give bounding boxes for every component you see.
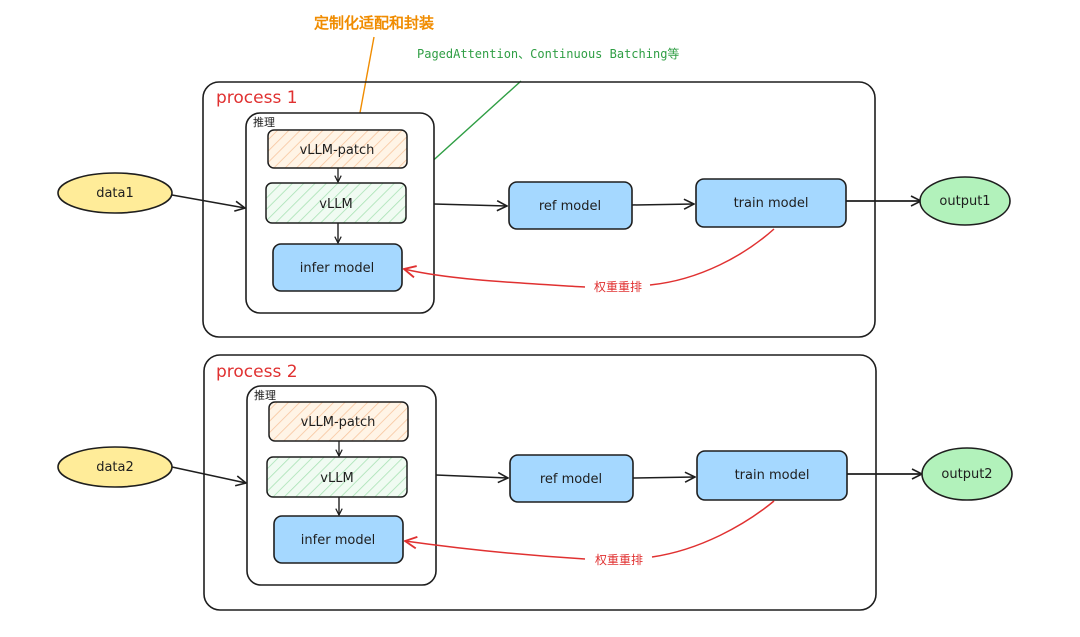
annotation-vllm-features: PagedAttention、Continuous Batching等 (417, 47, 679, 61)
vllm-node-2[interactable]: vLLM (266, 456, 408, 498)
infer-model-node-2[interactable]: infer model (273, 515, 404, 564)
input-data1-label: data1 (96, 186, 134, 201)
vllm-patch-label-1: vLLM-patch (300, 143, 375, 158)
process-2-title: process 2 (216, 362, 298, 382)
arrow-inference-to-ref-2 (435, 475, 508, 478)
inference-group-2-label: 推理 (254, 388, 276, 402)
ref-model-label-1: ref model (539, 199, 601, 214)
arrow-ref-to-train-2 (632, 477, 695, 478)
process-1-container (202, 81, 876, 338)
infer-model-label-2: infer model (301, 533, 375, 548)
process-2-container (203, 354, 877, 611)
infer-model-label-1: infer model (300, 261, 374, 276)
arrow-inference-to-ref-1 (433, 204, 507, 206)
ref-model-node-2[interactable]: ref model (509, 454, 634, 503)
output1-label: output1 (939, 194, 990, 209)
infer-model-node-1[interactable]: infer model (272, 243, 403, 292)
vllm-label-1: vLLM (319, 197, 352, 212)
arrow-data1-to-inference (171, 194, 245, 208)
input-data1-node[interactable]: data1 (57, 172, 173, 214)
arrow-ref-to-train-1 (631, 204, 694, 205)
feedback-label-1: 权重重排 (594, 280, 642, 294)
ref-model-label-2: ref model (540, 472, 602, 487)
train-model-node-2[interactable]: train model (696, 450, 848, 501)
vllm-patch-node-1[interactable]: vLLM-patch (267, 129, 408, 169)
input-data2-node[interactable]: data2 (57, 446, 173, 488)
train-model-label-2: train model (735, 468, 810, 483)
vllm-patch-node-2[interactable]: vLLM-patch (268, 401, 409, 442)
process-1-title: process 1 (216, 88, 298, 108)
input-data2-label: data2 (96, 460, 134, 475)
arrow-data2-to-inference (171, 466, 246, 483)
vllm-node-1[interactable]: vLLM (265, 182, 407, 224)
process-1: process 1 推理 vLLM-patch vLLM infer model… (202, 81, 876, 338)
feedback-arrow-1 (404, 228, 775, 288)
vllm-label-2: vLLM (320, 471, 353, 486)
annotation-custom-adapt: 定制化适配和封装 (314, 14, 435, 32)
ref-model-node-1[interactable]: ref model (508, 181, 633, 230)
output2-label: output2 (941, 467, 992, 482)
output2-node[interactable]: output2 (921, 447, 1013, 501)
feedback-arrow-2 (405, 500, 775, 560)
process-2: process 2 推理 vLLM-patch vLLM infer model… (203, 354, 877, 611)
output1-node[interactable]: output1 (919, 176, 1011, 226)
inference-group-1-label: 推理 (253, 115, 275, 129)
vllm-patch-label-2: vLLM-patch (301, 415, 376, 430)
feedback-label-2: 权重重排 (595, 553, 643, 567)
train-model-node-1[interactable]: train model (695, 178, 847, 228)
train-model-label-1: train model (734, 196, 809, 211)
